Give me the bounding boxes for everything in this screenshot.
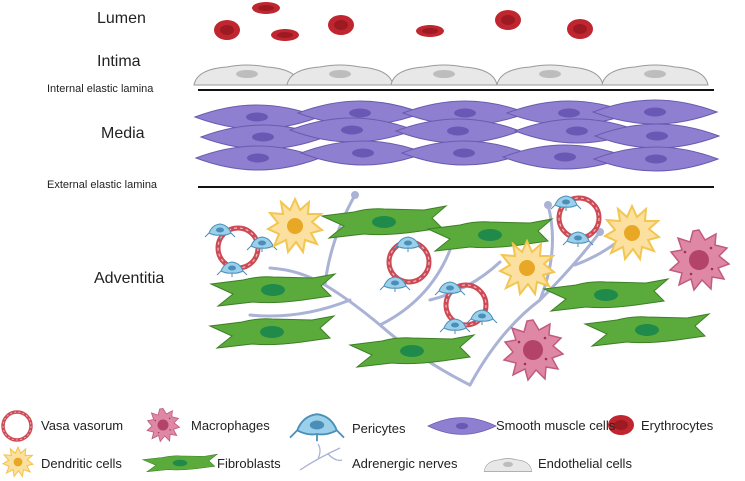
media-smooth-muscle [194,99,720,172]
adrenergic-nerves [248,191,642,387]
legend-smooth-muscle-cells: Smooth muscle cells [496,418,616,433]
legend-fibroblasts: Fibroblasts [217,456,281,471]
legend-dendritic-cells: Dendritic cells [41,456,122,471]
legend-nerve-icon [299,443,343,471]
legend-erythrocytes: Erythrocytes [641,418,714,433]
legend-vasa-vasorum: Vasa vasorum [41,418,124,433]
legend-pericytes: Pericytes [352,421,406,436]
adventitia-label: Adventitia [94,270,165,287]
legend-macrophages: Macrophages [191,418,270,433]
legend-icons [1,408,634,477]
external-elastic-lamina-label: External elastic lamina [47,179,158,191]
intima-endothelium [193,64,709,86]
lumen-erythrocytes [214,2,593,41]
intima-label: Intima [97,53,141,70]
legend-endothelial-cells: Endothelial cells [538,456,632,471]
media-label: Media [101,125,145,142]
lumen-label: Lumen [97,10,146,27]
legend-adrenergic-nerves: Adrenergic nerves [352,456,458,471]
internal-elastic-lamina-label: Internal elastic lamina [47,83,154,95]
